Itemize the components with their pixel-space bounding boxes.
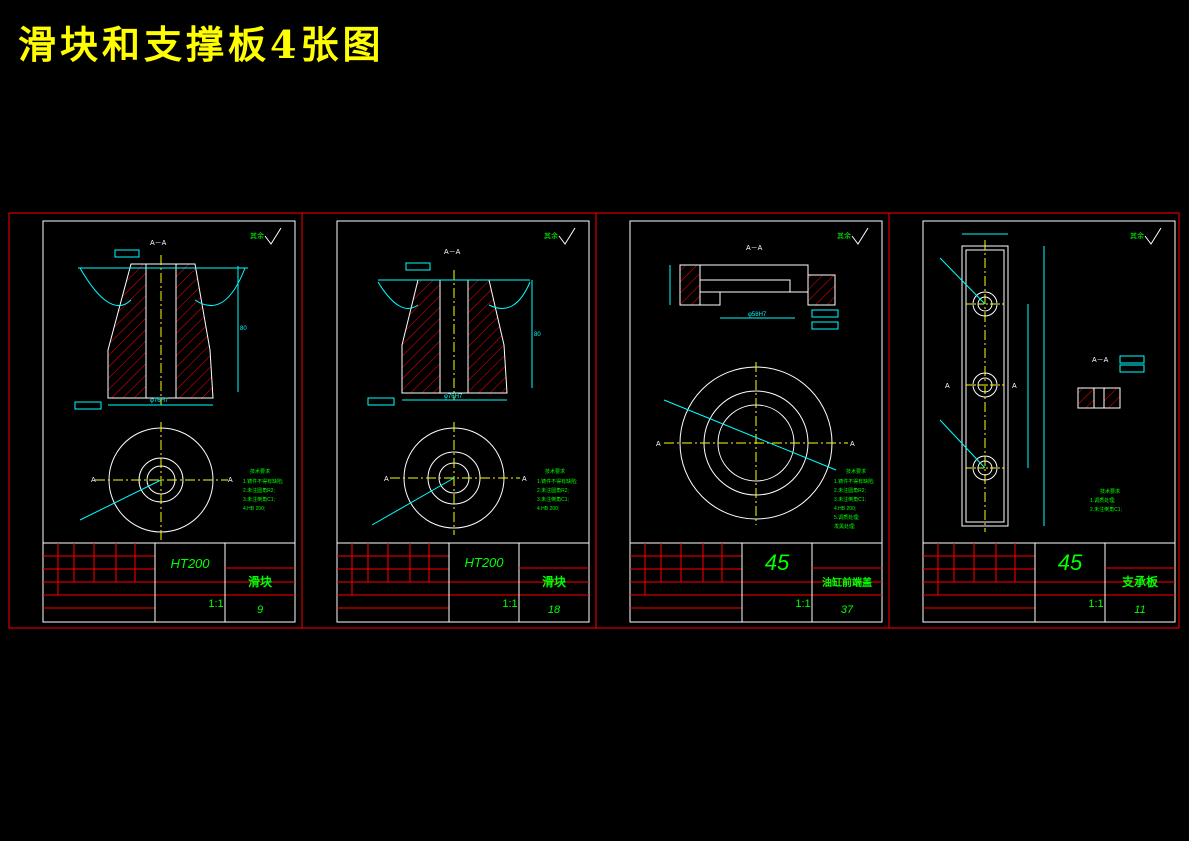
material-2: HT200: [464, 555, 504, 570]
svg-text:其余: 其余: [250, 231, 264, 240]
sheet-3: 其余 A－A φ58H7 A A 技术要求 1.铸件不得有缺陷; 2.未注圆角R2;…: [629, 220, 883, 623]
svg-text:80: 80: [240, 326, 247, 332]
svg-text:3.未注倒角C1;: 3.未注倒角C1;: [243, 496, 275, 503]
material-3: 45: [765, 550, 790, 575]
svg-text:2.未注圆角R2;: 2.未注圆角R2;: [537, 487, 569, 494]
svg-text:A: A: [91, 477, 96, 484]
part-number-2: 18: [548, 604, 561, 616]
svg-text:4.HB 200;: 4.HB 200;: [537, 506, 559, 512]
svg-text:技术要求: 技术要求: [250, 468, 270, 475]
svg-text:技术要求: 技术要求: [846, 468, 866, 475]
svg-text:技术要求: 技术要求: [1100, 488, 1120, 495]
svg-text:5.调质处理;: 5.调质处理;: [834, 514, 860, 521]
sheet-1: 其余 A－A φ76H7 80 A A 技术要求 1.铸件不得有缺陷; 2.未注圆角…: [42, 220, 296, 623]
title-block-1: [42, 542, 296, 623]
svg-text:2.未注圆角R2;: 2.未注圆角R2;: [243, 487, 275, 494]
title-block-3: [629, 542, 883, 623]
svg-text:80: 80: [534, 332, 541, 338]
svg-text:A: A: [656, 441, 661, 448]
part-number-3: 37: [841, 604, 854, 616]
scale-3: 1:1: [795, 598, 810, 610]
svg-text:4.HB 200;: 4.HB 200;: [243, 506, 265, 512]
svg-text:1.铸件不得有缺陷;: 1.铸件不得有缺陷;: [834, 478, 875, 485]
svg-text:1.调质处理;: 1.调质处理;: [1090, 497, 1116, 504]
svg-text:2.未注圆角R2;: 2.未注圆角R2;: [834, 487, 866, 494]
title-block-2: [336, 542, 590, 623]
scale-1: 1:1: [208, 598, 223, 610]
svg-text:2.未注倒角C1;: 2.未注倒角C1;: [1090, 506, 1122, 513]
part-name-2: 滑块: [542, 574, 567, 589]
svg-text:发黑处理;: 发黑处理;: [834, 523, 855, 530]
svg-text:φ76H7: φ76H7: [444, 394, 463, 400]
flange-section: [679, 264, 836, 306]
svg-text:其余: 其余: [544, 231, 558, 240]
part-number-1: 9: [257, 604, 263, 616]
svg-text:A－A: A－A: [150, 240, 167, 247]
svg-text:4.HB 200;: 4.HB 200;: [834, 506, 856, 512]
svg-text:技术要求: 技术要求: [545, 468, 565, 475]
svg-text:其余: 其余: [1130, 231, 1144, 240]
svg-text:A: A: [384, 476, 389, 483]
svg-text:A: A: [945, 383, 950, 390]
svg-text:A－A: A－A: [1092, 357, 1109, 364]
svg-text:φ76H7: φ76H7: [150, 398, 169, 404]
svg-text:A: A: [228, 477, 233, 484]
svg-text:A: A: [522, 476, 527, 483]
scale-4: 1:1: [1088, 598, 1103, 610]
part-name-1: 滑块: [248, 574, 273, 589]
svg-text:A: A: [850, 441, 855, 448]
material-4: 45: [1058, 550, 1083, 575]
svg-text:其余: 其余: [837, 231, 851, 240]
scale-2: 1:1: [502, 598, 517, 610]
svg-text:A: A: [1012, 383, 1017, 390]
svg-text:1.铸件不得有缺陷;: 1.铸件不得有缺陷;: [243, 478, 284, 485]
part-name-3: 油缸前端盖: [822, 576, 872, 589]
part-number-4: 11: [1134, 604, 1145, 616]
svg-text:A－A: A－A: [444, 249, 461, 256]
sheet-4: 其余 A A A－A 技术要求 1.调质处理; 2.未注倒角C1;: [922, 220, 1176, 623]
svg-text:3.未注倒角C1;: 3.未注倒角C1;: [834, 496, 866, 503]
svg-text:A－A: A－A: [746, 245, 763, 252]
svg-text:φ58H7: φ58H7: [748, 312, 767, 318]
material-1: HT200: [170, 556, 210, 571]
page-title: 滑块和支撑板4张图: [18, 22, 385, 67]
part-name-4: 支承板: [1121, 574, 1159, 589]
sheet-frames: [8, 212, 1180, 629]
sheet-2: 其余 A－A φ76H7 80 A A 技术要求 1.铸件不得有缺陷; 2.未注圆角…: [336, 220, 590, 623]
title-block-4: [922, 542, 1176, 623]
svg-text:3.未注倒角C1;: 3.未注倒角C1;: [537, 496, 569, 503]
svg-text:1.铸件不得有缺陷;: 1.铸件不得有缺陷;: [537, 478, 578, 485]
